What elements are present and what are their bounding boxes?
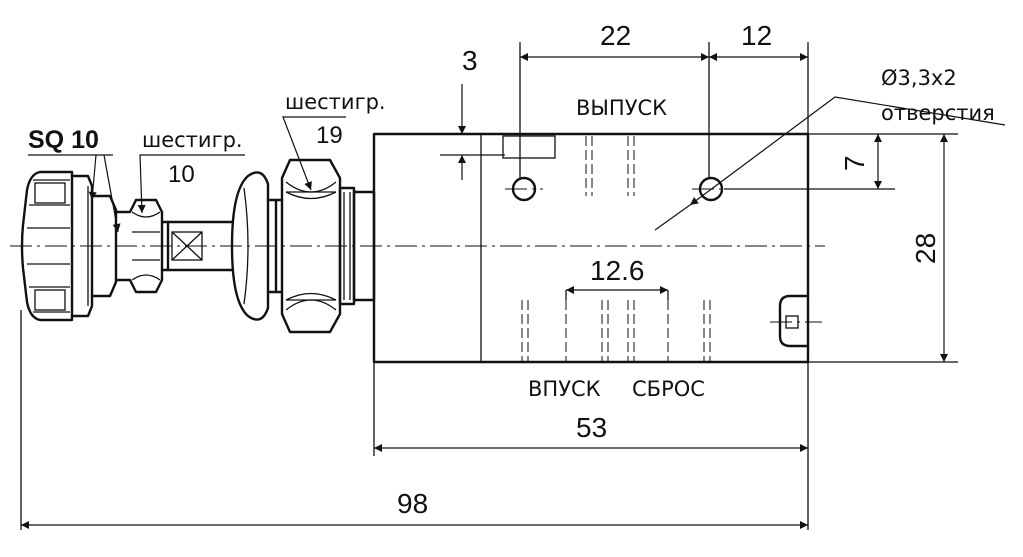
dim-body-length: 53	[576, 412, 607, 443]
small-hex-label-line2: 10	[168, 161, 195, 188]
holes-label-line1: Ø3,3x2	[881, 66, 957, 90]
large-hex-nut	[280, 158, 342, 334]
knob-label: SQ 10	[28, 126, 99, 154]
actuator-ring	[230, 171, 284, 321]
dim-total-length: 98	[397, 488, 428, 519]
dim-hole-pitch: 22	[600, 20, 631, 51]
dim-step-height: 3	[462, 45, 478, 76]
reset-port-label: СБРОС	[632, 377, 705, 401]
large-hex-label-line1: шестигр.	[285, 90, 386, 114]
dim-body-height: 28	[910, 233, 941, 264]
dim-port-spacing: 12.6	[590, 255, 645, 286]
dim-hole-offset: 7	[839, 155, 870, 171]
small-hex-label-line1: шестигр.	[142, 128, 243, 152]
stem	[160, 220, 234, 272]
valve-body	[372, 132, 822, 364]
holes-label-line2: отверстия	[881, 101, 995, 125]
inlet-port-label: ВПУСК	[528, 377, 601, 401]
dim-hole-edge: 12	[741, 20, 772, 51]
small-hex-nut	[114, 198, 164, 294]
knob	[20, 170, 118, 322]
large-hex-label-line2: 19	[316, 122, 343, 149]
exhaust-port-label: ВЫПУСК	[576, 96, 667, 120]
